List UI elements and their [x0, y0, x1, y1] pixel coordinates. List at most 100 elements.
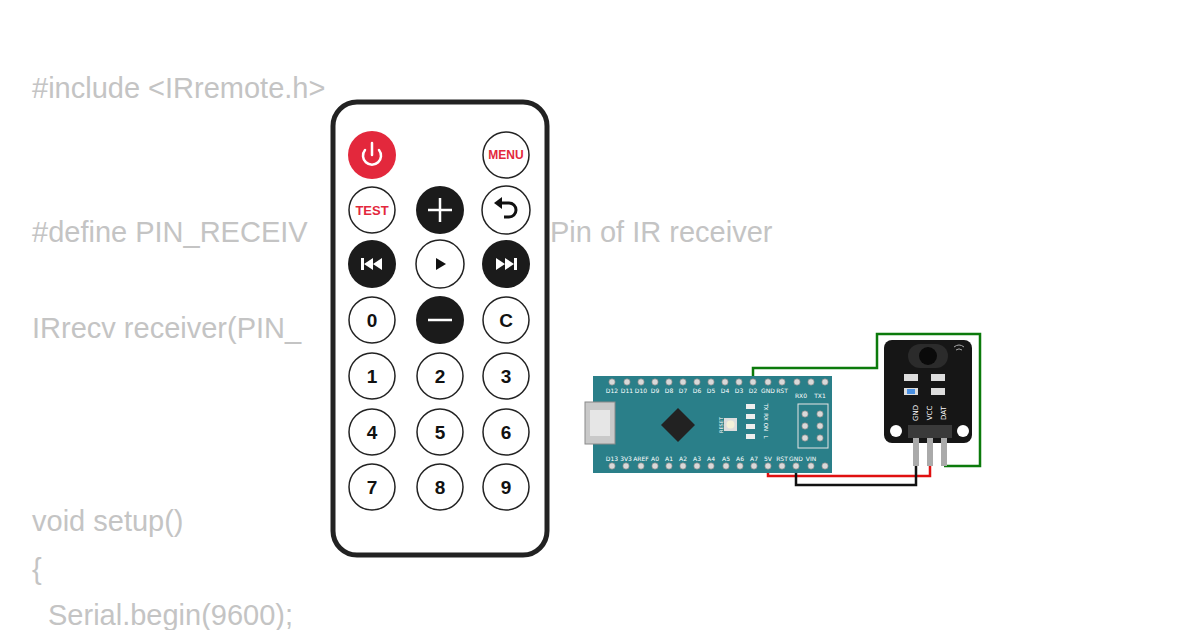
pin-label: D7	[679, 388, 687, 394]
button-label: MENU	[488, 149, 523, 161]
header-pin	[680, 379, 686, 385]
icsp-pin	[802, 423, 808, 429]
header-pin	[694, 379, 700, 385]
button-label: TEST	[355, 204, 388, 217]
pin-label: D10	[635, 388, 647, 394]
pin-label: D3	[735, 388, 743, 394]
remote-button: 4	[348, 408, 396, 456]
header-pin	[779, 463, 785, 469]
header-pin	[736, 379, 742, 385]
pin-label: ON	[762, 423, 768, 431]
remote-button: 8	[416, 463, 464, 511]
pin-label: AREF	[633, 456, 649, 462]
pin-label: A1	[665, 456, 673, 462]
pin-label: D4	[721, 388, 729, 394]
pin-label: D13	[606, 456, 618, 462]
button-label: 1	[367, 367, 378, 386]
code-line: {	[32, 555, 42, 584]
play-button	[416, 240, 464, 288]
button-label: 7	[367, 478, 378, 497]
pin-label: L	[762, 435, 768, 438]
pin-label: A2	[679, 456, 687, 462]
plus-button	[416, 186, 464, 234]
pin-label: RESET	[719, 417, 724, 433]
remote-body	[333, 102, 547, 555]
button-label: 6	[501, 423, 512, 442]
pin-label: TX1	[814, 393, 826, 399]
pin-label: D2	[749, 388, 757, 394]
remote-button: 7	[348, 463, 396, 511]
remote-button: 3	[482, 352, 530, 400]
header-pin	[652, 463, 658, 469]
pin-label: RST	[776, 456, 788, 462]
header-pin	[652, 379, 658, 385]
header-pin	[708, 379, 714, 385]
button-label: 4	[367, 423, 378, 442]
remote-button: 5	[416, 408, 464, 456]
next-button	[482, 240, 530, 288]
remote-button: 1	[348, 352, 396, 400]
header-pin	[808, 379, 814, 385]
button-label: 2	[435, 367, 446, 386]
pin-label: 3V3	[620, 456, 632, 462]
remote-button: 0	[348, 296, 396, 344]
pin-label: VIN	[806, 456, 816, 462]
icsp-pin	[817, 423, 823, 429]
pin-label: A5	[722, 456, 730, 462]
pin-label: D9	[651, 388, 659, 394]
remote-button: TEST	[348, 186, 396, 234]
button-label: 9	[501, 478, 512, 497]
ir-receiver-module	[884, 340, 972, 466]
code-line: #include <IRremote.h>	[32, 74, 325, 103]
pin-label: A6	[736, 456, 744, 462]
pin-label: GND	[761, 388, 775, 394]
pin-label: D12	[606, 388, 618, 394]
header-pin	[794, 379, 800, 385]
pin-label: 5V	[764, 456, 772, 462]
header-pin	[765, 463, 771, 469]
pin-label: RX0	[795, 393, 807, 399]
pin-label: TX	[762, 403, 768, 410]
button-label: 5	[435, 423, 446, 442]
code-line: Serial.begin(9600);	[48, 601, 293, 630]
button-label: 0	[367, 311, 378, 330]
pin-label: A0	[651, 456, 659, 462]
button-label: 8	[435, 478, 446, 497]
header-pin	[666, 379, 672, 385]
button-label: 3	[501, 367, 512, 386]
pin-label: A7	[750, 456, 758, 462]
header-pin	[609, 379, 615, 385]
pin-label: D6	[693, 388, 701, 394]
code-line: #define PIN_RECEIV	[32, 218, 308, 247]
icsp-pin	[802, 411, 808, 417]
remote-button: MENU	[482, 131, 530, 179]
header-pin	[793, 463, 799, 469]
arduino-nano	[585, 376, 832, 473]
pin-label: A3	[693, 456, 701, 462]
pin-label: RX	[762, 413, 768, 421]
header-pin	[779, 379, 785, 385]
header-pin	[765, 379, 771, 385]
pin-label: D8	[665, 388, 673, 394]
pin-label: GND	[789, 456, 803, 462]
pin-label: VCC	[927, 406, 934, 421]
header-pin	[624, 379, 630, 385]
icsp-pin	[802, 435, 808, 441]
header-pin	[737, 463, 743, 469]
header-pin	[666, 463, 672, 469]
code-line: Pin of IR receiver	[550, 218, 772, 247]
code-line: IRrecv receiver(PIN_	[32, 314, 301, 343]
header-pin	[808, 463, 814, 469]
pin-label: D5	[707, 388, 715, 394]
header-pin	[822, 379, 828, 385]
header-pin	[723, 463, 729, 469]
header-pin	[722, 379, 728, 385]
header-pin	[609, 463, 615, 469]
pin-label: DAT	[941, 406, 948, 420]
header-pin	[708, 463, 714, 469]
header-pin	[680, 463, 686, 469]
icsp-pin	[817, 435, 823, 441]
previous-button	[348, 240, 396, 288]
button-label: C	[499, 311, 513, 330]
pin-label: D11	[621, 388, 633, 394]
